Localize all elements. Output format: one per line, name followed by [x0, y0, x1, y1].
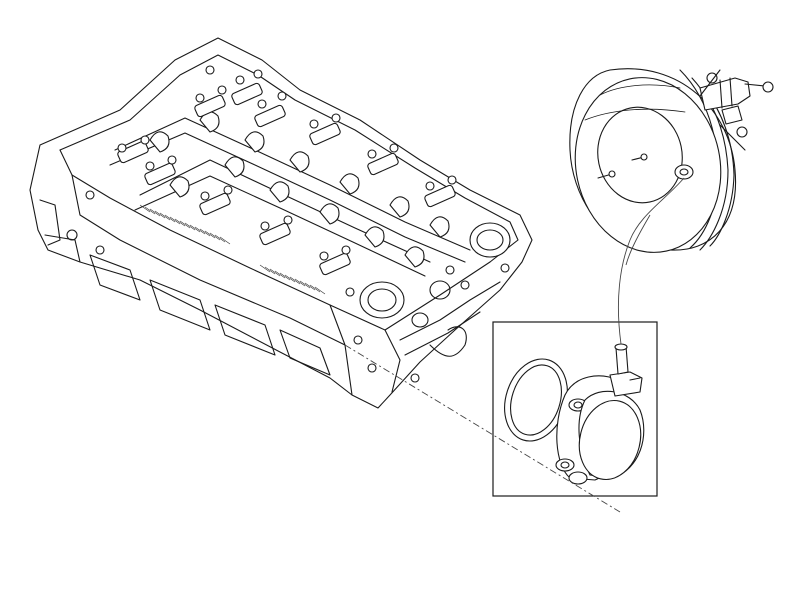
vacuum-pump [555, 343, 645, 485]
cam-lobes-upper [149, 111, 450, 238]
gasket-hatching [139, 204, 326, 295]
vacuum-pump-detail-frame [492, 321, 658, 497]
cylinder-head [29, 37, 533, 409]
cap-bolts [117, 65, 457, 297]
cam-lobes-lower [169, 156, 425, 268]
leader-lines [344, 177, 685, 513]
brake-booster [569, 68, 774, 253]
bearing-caps [117, 82, 456, 276]
